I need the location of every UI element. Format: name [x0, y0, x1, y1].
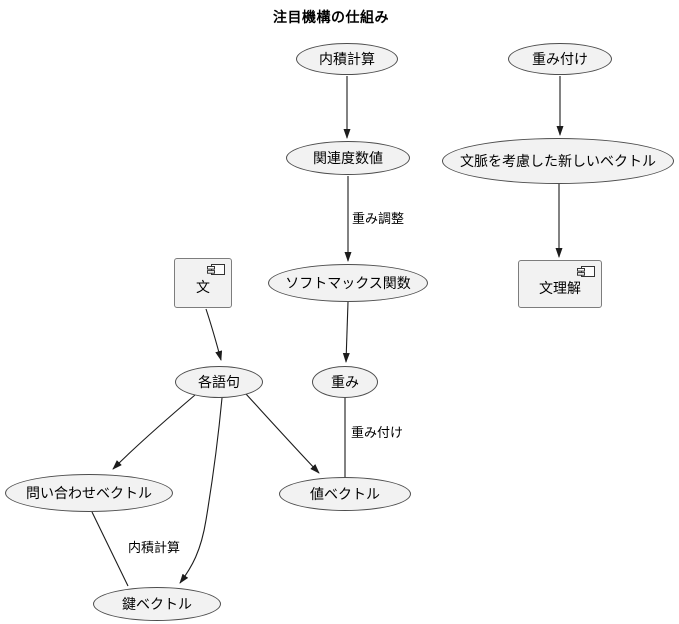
edge-softmax-to-weights [342, 301, 350, 363]
node-label: 関連度数値 [313, 151, 383, 167]
node-weights: 重み [312, 366, 378, 398]
node-key-vector: 鍵ベクトル [93, 587, 221, 621]
node-context-vector: 文脈を考慮した新しいベクトル [442, 138, 674, 184]
node-label: 文 [196, 280, 210, 296]
component-icon [207, 264, 225, 275]
node-label: 問い合わせベクトル [26, 486, 152, 502]
component-icon [577, 266, 595, 277]
edge-label-weight-adjust: 重み調整 [352, 212, 405, 227]
node-value-vector: 値ベクトル [279, 477, 411, 511]
edge-phrase-to-keyvector [179, 397, 223, 584]
edge-phrase-to-queryvector [112, 394, 196, 470]
node-query-vector: 問い合わせベクトル [5, 474, 173, 512]
node-inner-product-calc: 内積計算 [296, 43, 398, 75]
edge-sentence-to-phrase [205, 308, 223, 361]
node-relevance-score: 関連度数値 [286, 141, 410, 175]
node-label: 鍵ベクトル [122, 597, 192, 613]
edge-label-weighting: 重み付け [351, 426, 404, 441]
node-label: 文脈を考慮した新しいベクトル [460, 154, 656, 170]
edge-label-inner-product: 内積計算 [128, 541, 181, 556]
node-each-phrase: 各語句 [175, 366, 263, 398]
edge-phrase-to-valuevector [245, 393, 320, 474]
node-label: 値ベクトル [310, 487, 380, 503]
edge-queryvector-to-keyvector [91, 511, 129, 587]
node-label: 各語句 [198, 375, 240, 391]
node-weighting-source: 重み付け [508, 43, 612, 75]
node-sentence: 文 [174, 258, 232, 308]
node-label: 文理解 [539, 281, 581, 297]
node-sentence-understanding: 文理解 [518, 260, 602, 308]
node-softmax: ソフトマックス関数 [268, 264, 428, 302]
diagram-title: 注目機構の仕組み [273, 10, 389, 26]
node-label: 重み [331, 375, 359, 391]
node-label: ソフトマックス関数 [285, 276, 411, 292]
node-label: 内積計算 [319, 52, 375, 68]
node-label: 重み付け [532, 52, 588, 68]
